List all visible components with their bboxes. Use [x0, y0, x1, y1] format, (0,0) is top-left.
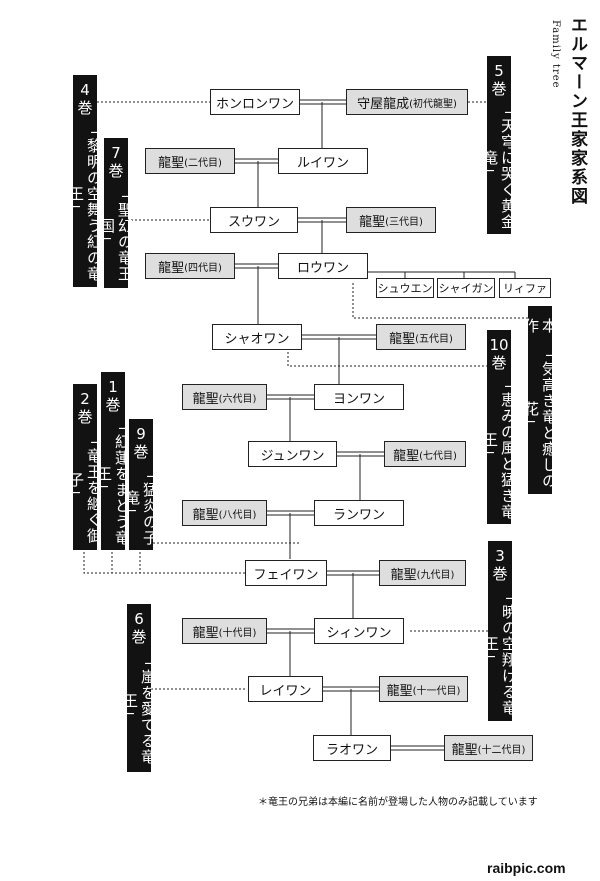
person-ryusei-5: 龍聖(五代目): [376, 324, 466, 350]
person-ruiwan: ルイワン: [278, 148, 368, 174]
person-yonwan: ヨンワン: [314, 384, 404, 410]
person-honronwan: ホンロンワン: [210, 89, 300, 115]
title-en: Family tree: [550, 20, 561, 89]
volume-banner-honsaku: 本作「気高き竜と癒しの花」: [522, 306, 558, 494]
person-junwan: ジュンワン: [248, 441, 337, 467]
person-suwan: スウワン: [210, 207, 298, 233]
person-rifa: リィファ: [499, 278, 551, 298]
watermark: raibpic.com: [487, 860, 566, 876]
person-ryusei-12: 龍聖(十二代目): [444, 735, 533, 761]
person-shinwan: シィンワン: [314, 618, 404, 644]
person-ryusei-4: 龍聖(四代目): [145, 253, 235, 279]
person-ryusei-2: 龍聖(二代目): [145, 148, 235, 174]
person-ryusei-7: 龍聖(七代目): [384, 441, 466, 467]
person-ryusei-3: 龍聖(三代目): [346, 207, 436, 233]
person-ryusei-6: 龍聖(六代目): [182, 384, 267, 410]
person-ranwan: ランワン: [314, 500, 404, 526]
page-title: エルマーン王家家系図 Family tree: [550, 16, 590, 206]
footnote: ＊竜王の兄弟は本編に名前が登場した人物のみ記載しています: [258, 797, 538, 808]
person-ryusei-9: 龍聖(九代目): [379, 560, 466, 586]
person-shuuen: シュウエン: [376, 278, 434, 298]
person-shaigan: シャイガン: [437, 278, 495, 298]
person-raowan: ラオワン: [313, 735, 391, 761]
person-reiwan: レイワン: [248, 676, 323, 702]
title-jp: エルマーン王家家系図: [567, 16, 587, 206]
person-ryusei-10: 龍聖(十代目): [182, 618, 267, 644]
person-ryusei-11: 龍聖(十一代目): [379, 676, 468, 702]
person-feiwan: フェイワン: [245, 560, 327, 586]
person-ryusei-shodai: 守屋龍成(初代龍聖): [346, 89, 468, 115]
person-ryusei-8: 龍聖(八代目): [182, 500, 267, 526]
person-rowan: ロウワン: [278, 253, 368, 279]
person-shaowan: シャオワン: [212, 324, 302, 350]
